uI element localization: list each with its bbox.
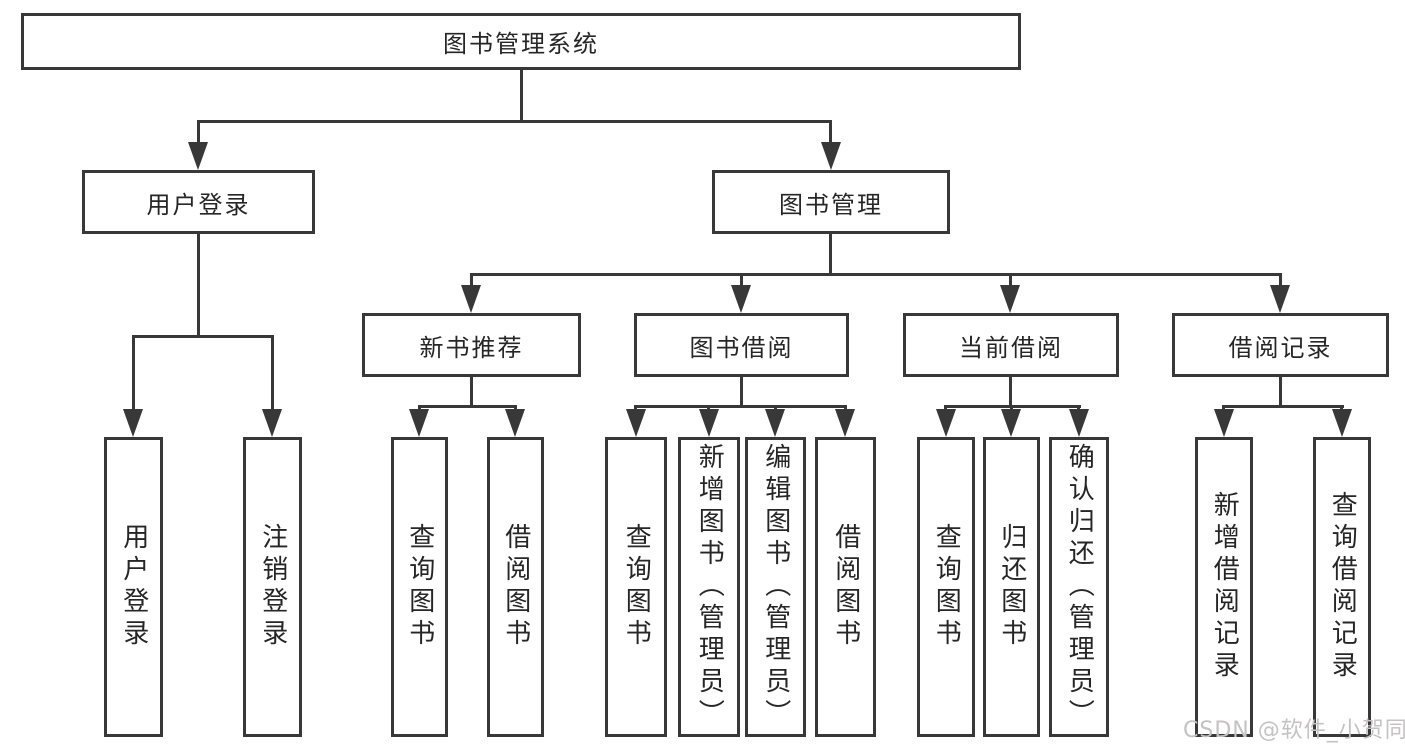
edge-user-login-stem	[197, 234, 200, 335]
arrow-down-icon	[936, 409, 956, 437]
arrow-down-icon	[1270, 285, 1290, 313]
node-label: 当前借阅	[959, 333, 1063, 362]
edge-leaf-stub	[418, 405, 421, 409]
node-edit-books-admin: 编辑图书（管理员）	[745, 437, 806, 737]
edge-to-user-login-leaf	[132, 335, 135, 409]
node-label: 查询图书	[931, 523, 962, 651]
edge-leaf-stub	[1077, 405, 1080, 409]
arrow-down-icon	[835, 409, 855, 437]
edge-root-branch	[197, 120, 832, 123]
edge-leaf-stub	[1222, 405, 1225, 409]
edge-borrowing-records-stem	[1279, 377, 1282, 405]
edge-user-login-branch	[132, 335, 274, 338]
node-current-borrowing: 当前借阅	[903, 313, 1119, 377]
arrow-down-icon	[188, 142, 208, 170]
edge-to-borrowing-records	[1279, 273, 1282, 285]
arrow-down-icon	[821, 142, 841, 170]
node-label: 图书管理	[779, 190, 883, 219]
node-label: 确认归还（管理员）	[1064, 443, 1095, 731]
node-query-books-2: 查询图书	[605, 437, 667, 737]
node-label: 查询借阅记录	[1327, 491, 1358, 683]
edge-book-borrowing-branch	[634, 405, 847, 408]
node-query-borrow-record: 查询借阅记录	[1313, 437, 1371, 737]
arrow-down-icon	[262, 409, 282, 437]
arrow-down-icon	[626, 409, 646, 437]
node-label: 编辑图书（管理员）	[760, 443, 791, 731]
node-add-borrow-record: 新增借阅记录	[1195, 437, 1253, 737]
node-logout: 注销登录	[243, 437, 302, 737]
node-label: 用户登录	[146, 190, 251, 219]
node-label: 查询图书	[404, 523, 435, 651]
node-library-management-system: 图书管理系统	[21, 13, 1021, 70]
node-query-books-1: 查询图书	[391, 437, 448, 737]
node-label: 归还图书	[996, 523, 1027, 651]
node-new-book-recommendation: 新书推荐	[362, 313, 581, 377]
edge-leaf-stub	[774, 405, 777, 409]
node-user-login-leaf: 用户登录	[104, 437, 163, 737]
arrow-down-icon	[699, 409, 719, 437]
node-query-books-3: 查询图书	[917, 437, 975, 737]
edge-to-logout-leaf	[271, 335, 274, 409]
edge-book-management-stem	[829, 234, 832, 273]
node-label: 图书管理系统	[443, 30, 599, 58]
node-borrow-books-1: 借阅图书	[487, 437, 544, 737]
edge-to-current-borrowing	[1009, 273, 1012, 285]
arrow-down-icon	[1069, 409, 1089, 437]
node-borrow-books-2: 借阅图书	[815, 437, 876, 737]
arrow-down-icon	[505, 409, 525, 437]
edge-root-stem	[520, 70, 523, 120]
node-label: 借阅图书	[500, 523, 531, 651]
node-confirm-return-admin: 确认归还（管理员）	[1049, 437, 1109, 737]
arrow-down-icon	[1001, 409, 1021, 437]
edge-leaf-stub	[1340, 405, 1343, 409]
arrow-down-icon	[461, 285, 481, 313]
edge-book-borrowing-stem	[740, 377, 743, 405]
edge-to-user-login	[197, 120, 200, 142]
edge-to-book-management	[829, 120, 832, 142]
edge-borrowing-records-branch	[1222, 405, 1344, 408]
edge-leaf-stub	[944, 405, 947, 409]
node-label: 用户登录	[118, 523, 149, 651]
arrow-down-icon	[1214, 409, 1234, 437]
arrow-down-icon	[1332, 409, 1352, 437]
arrow-down-icon	[123, 409, 143, 437]
node-book-management: 图书管理	[712, 170, 950, 234]
node-label: 新书推荐	[419, 333, 524, 362]
watermark-text: CSDN @软件_小贺同学	[1183, 718, 1405, 743]
node-return-books: 归还图书	[983, 437, 1040, 737]
edge-leaf-stub	[514, 405, 517, 409]
node-borrowing-records: 借阅记录	[1172, 313, 1389, 377]
node-book-borrowing: 图书借阅	[634, 313, 849, 377]
node-add-books-admin: 新增图书（管理员）	[678, 437, 740, 737]
node-label: 借阅图书	[830, 523, 861, 651]
node-label: 新增图书（管理员）	[694, 443, 725, 731]
node-label: 图书借阅	[689, 333, 794, 362]
node-label: 借阅记录	[1228, 333, 1333, 362]
node-label: 新增借阅记录	[1209, 491, 1240, 683]
node-label: 注销登录	[257, 523, 288, 651]
arrow-down-icon	[1000, 285, 1020, 313]
edge-book-management-branch	[470, 273, 1282, 276]
edge-leaf-stub	[1010, 405, 1013, 409]
node-user-login: 用户登录	[82, 170, 315, 234]
edge-new-book-recommendation-branch	[418, 405, 517, 408]
edge-to-new-book-recommendation	[470, 273, 473, 285]
edge-current-borrowing-stem	[1009, 377, 1012, 405]
node-label: 查询图书	[621, 523, 652, 651]
edge-leaf-stub	[634, 405, 637, 409]
edge-leaf-stub	[844, 405, 847, 409]
edge-new-book-recommendation-stem	[470, 377, 473, 405]
edge-to-book-borrowing	[740, 273, 743, 285]
edge-leaf-stub	[707, 405, 710, 409]
arrow-down-icon	[409, 409, 429, 437]
arrow-down-icon	[765, 409, 785, 437]
arrow-down-icon	[731, 285, 751, 313]
